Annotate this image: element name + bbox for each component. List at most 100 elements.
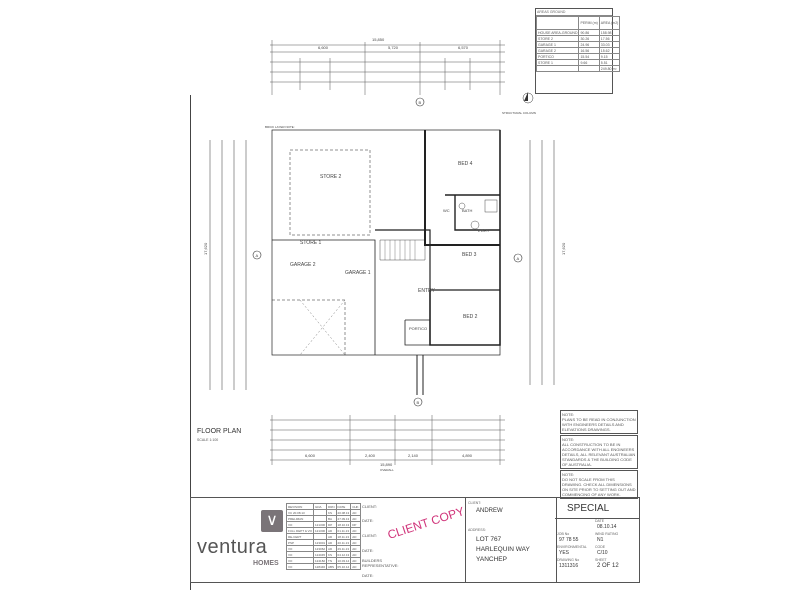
chevron-logo-icon: ∨	[261, 510, 283, 532]
table-row: 249.80 m²	[535, 65, 621, 72]
revision-cell: 128446	[313, 563, 328, 570]
dim-bottom-overall-label: OVERALL	[380, 468, 394, 472]
date-value: 08.10.14	[597, 524, 617, 530]
section-marker-a-label: A	[517, 256, 520, 261]
date-label: DATE	[595, 519, 605, 523]
section-marker-a-right	[513, 253, 523, 263]
brand-name: ventura	[197, 536, 268, 558]
dim-bottom-seg: 4,890	[462, 453, 473, 458]
room-label-store2: STORE 2	[320, 174, 342, 180]
env-value: YES	[559, 550, 570, 556]
design-name: SPECIAL	[567, 503, 610, 514]
north-arrow-icon	[522, 92, 534, 104]
room-label-ldry: L'DRY	[478, 228, 490, 233]
client-name: ANDREW	[476, 508, 503, 514]
dim-top-seg: 6,570	[458, 45, 469, 50]
dim-left-overall: 17,620	[203, 242, 208, 255]
room-label-wc: WC	[443, 208, 450, 213]
dim-bottom-seg: 6,600	[305, 453, 316, 458]
room-label-garage2: GARAGE 2	[290, 262, 316, 268]
section-markers: B A A B	[252, 97, 523, 407]
title-block	[190, 497, 640, 583]
logo: ∨ ventura HOMES	[195, 500, 285, 580]
room-label-bed2: BED 2	[463, 314, 478, 320]
brick-layer-note: BRICK LAYER NOTE:	[265, 125, 295, 129]
section-marker-b-label: B	[417, 400, 420, 405]
dim-top-seg: 6,600	[318, 45, 329, 50]
address-line: LOT 767	[476, 536, 502, 543]
section-marker-b-label: B	[419, 100, 422, 105]
area-table: AREAS GROUND PERIM (m)AREA (m2) HOUSE AR…	[535, 8, 621, 94]
job-value: 97 78 55	[559, 537, 579, 543]
room-label-bed4: BED 4	[458, 161, 473, 167]
note-box: NOTE:DO NOT SCALE FROM THIS DRAWING. CHE…	[560, 470, 638, 499]
notes-stack: NOTE:PLANS TO BE READ IN CONJUNCTION WIT…	[560, 410, 638, 499]
room-labels: BED 4 BATH WC L'DRY BED 3 BED 2 STORE 2 …	[265, 111, 536, 331]
wind-value: N1	[597, 537, 604, 543]
note-title: NOTE:	[562, 437, 575, 442]
revision-cell: ABS	[326, 563, 337, 570]
note-text: DO NOT SCALE FROM THIS DRAWING. CHECK AL…	[562, 477, 636, 497]
drawing-no-value: 1311316	[559, 563, 579, 569]
note-box: NOTE:PLANS TO BE READ IN CONJUNCTION WIT…	[560, 410, 638, 434]
dim-top-overall: 15,850	[372, 37, 385, 42]
section-marker-b-bottom	[413, 397, 423, 407]
sheet-label: SHEET	[595, 558, 607, 562]
sheet-value: 2 OF 12	[597, 563, 619, 569]
address-label: ADDRESS:	[468, 528, 486, 532]
dim-bottom-overall: 15,890	[380, 462, 393, 467]
room-label-bath: BATH	[462, 208, 472, 213]
client-info: CLIENT: ANDREW ADDRESS: LOT 767 HARLEQUI…	[465, 498, 557, 582]
section-marker-b	[415, 97, 425, 107]
area-table-title: AREAS GROUND	[536, 9, 612, 16]
dimension-lines	[209, 40, 555, 465]
room-label-entry: ENTRY	[418, 288, 436, 294]
revision-cell: 05.10.14	[335, 563, 352, 570]
client-copy-stamp: CLIENT COPY	[385, 504, 467, 542]
dim-bottom-seg: 2,140	[408, 453, 419, 458]
structural-column-note: STRUCTURAL COLUMN	[502, 111, 536, 115]
signoff-date-label: DATE:	[362, 548, 374, 553]
code-label: CODE	[595, 545, 606, 549]
room-label-bed3: BED 3	[462, 252, 477, 258]
signoff-date-label: DATE:	[362, 573, 374, 578]
code-value: C/10	[597, 550, 608, 556]
address-line: HARLEQUIN WAY	[476, 546, 530, 553]
dim-right-overall: 17,620	[561, 242, 566, 255]
plan-title: FLOOR PLAN	[197, 428, 242, 435]
wind-label: WIND RATING	[595, 532, 619, 536]
drawing-no-label: DRAWING No	[557, 558, 580, 562]
note-title: NOTE:	[562, 472, 575, 477]
signoff-builder-label: BUILDERS REPRESENTATIVE:	[362, 558, 399, 568]
room-label-garage1: GARAGE 1	[345, 270, 371, 276]
signoff-client-label: CLIENT:	[362, 504, 377, 509]
signoff-date-label: DATE:	[362, 518, 374, 523]
brand-sub: HOMES	[253, 560, 279, 567]
signoff-client-label: CLIENT:	[362, 533, 377, 538]
note-box: NOTE:ALL CONSTRUCTION TO BE IN ACCORDANC…	[560, 435, 638, 469]
dim-bottom-seg: 2,400	[365, 453, 376, 458]
dim-top-seg: 5,720	[388, 45, 399, 50]
env-label: ENVIRONMENTAL	[557, 545, 587, 549]
section-marker-a-left	[252, 250, 262, 260]
dimension-labels: 15,850 6,600 5,720 6,570 15,890 OVERALL …	[203, 37, 566, 472]
job-label: JOB No	[557, 532, 570, 536]
address-line: YANCHEP	[476, 556, 507, 563]
walls	[271, 129, 501, 395]
note-text: PLANS TO BE READ IN CONJUNCTION WITH ENG…	[562, 417, 636, 432]
drawing-frame-left	[190, 95, 191, 590]
plan-scale: SCALE 1:100	[197, 438, 219, 442]
room-label-store1: STORE 1	[300, 240, 322, 246]
drawing-info: SPECIAL DATE 08.10.14 JOB No 97 78 55 WI…	[555, 498, 639, 582]
client-label: CLIENT:	[468, 501, 482, 505]
signoff-column: CLIENT: DATE: CLIENT: DATE: BUILDERS REP…	[362, 502, 466, 580]
revision-cell: AD	[350, 563, 361, 570]
revision-cell: VO	[285, 563, 315, 570]
note-text: ALL CONSTRUCTION TO BE IN ACCORDANCE WIT…	[562, 442, 636, 467]
note-title: NOTE:	[562, 412, 575, 417]
